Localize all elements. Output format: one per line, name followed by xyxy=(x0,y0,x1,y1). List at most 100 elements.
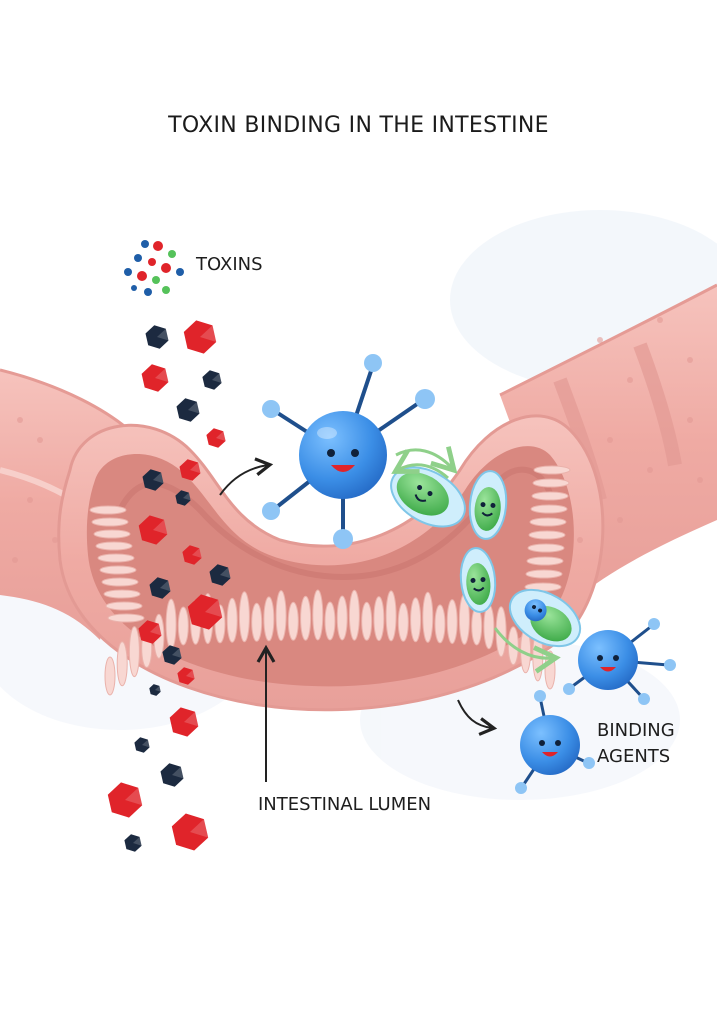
tissue-dot xyxy=(687,417,693,423)
toxin-crystal-facet xyxy=(157,328,169,341)
toxin-crystal-icon xyxy=(141,364,169,392)
toxin-particles xyxy=(107,320,231,852)
villus xyxy=(104,656,116,696)
tissue-dot xyxy=(657,317,663,323)
binding-agent-small-2 xyxy=(515,690,595,794)
toxin-crystal-facet xyxy=(150,623,162,636)
binding-agents-label-line2: AGENTS xyxy=(597,746,671,767)
tissue-dot xyxy=(52,537,58,543)
toxin-crystal-facet xyxy=(172,766,184,779)
villus xyxy=(410,597,422,643)
villus xyxy=(103,589,141,599)
toxin-crystal-facet xyxy=(125,787,143,806)
tissue-dot xyxy=(687,357,693,363)
binding-agent-icon xyxy=(262,354,435,549)
villus xyxy=(361,601,373,641)
tissue-dot xyxy=(647,467,653,473)
villus xyxy=(336,595,348,641)
villus xyxy=(348,589,360,641)
villus xyxy=(526,556,564,566)
toxin-crystal-icon xyxy=(124,834,142,852)
villus xyxy=(300,595,312,641)
villus xyxy=(177,606,189,646)
tissue-dot xyxy=(577,537,583,543)
tissue-dot xyxy=(607,437,613,443)
toxin-crystal-icon xyxy=(171,813,209,851)
toxin-crystal-facet xyxy=(133,836,142,846)
capsule-icon xyxy=(390,466,582,648)
toxin-crystal-facet xyxy=(155,685,161,692)
toxins-label: TOXINS xyxy=(196,254,263,275)
toxin-crystal-facet xyxy=(220,567,231,579)
tissue-dot xyxy=(37,437,43,443)
toxin-crystal-facet xyxy=(142,739,150,748)
villus xyxy=(527,543,565,553)
tissue-dot xyxy=(617,517,623,523)
toxin-crystal-icon xyxy=(169,707,199,737)
binding-agents-label-line1: BINDING xyxy=(597,720,675,741)
toxin-crystal-icon xyxy=(209,564,231,586)
exchange-arrows xyxy=(391,446,561,674)
toxin-crystal-icon xyxy=(134,737,150,753)
toxin-crystal-icon xyxy=(160,763,184,787)
toxin-crystal-facet xyxy=(216,431,226,441)
toxin-crystal-facet xyxy=(155,368,169,383)
tissue-dot xyxy=(697,477,703,483)
villus xyxy=(95,541,133,551)
villus xyxy=(226,597,238,643)
toxin-crystal-icon xyxy=(187,594,223,630)
toxin-crystal-facet xyxy=(188,401,200,414)
villus xyxy=(251,602,263,642)
villus xyxy=(287,601,299,641)
villus xyxy=(128,626,140,678)
toxin-crystal-icon xyxy=(138,620,162,644)
arrow-icon xyxy=(219,457,498,782)
toxin-crystal-facet xyxy=(184,711,199,727)
villus xyxy=(397,602,409,642)
toxin-crystal-icon xyxy=(175,490,191,506)
toxin-cluster-icon xyxy=(124,240,184,296)
toxin-crystal-icon xyxy=(107,782,143,818)
toxin-crystal-facet xyxy=(153,472,164,484)
villus xyxy=(525,569,563,579)
villus xyxy=(446,599,458,645)
toxin-crystal-facet xyxy=(190,819,209,838)
tissue-dot xyxy=(627,377,633,383)
villus xyxy=(116,641,128,687)
toxin-crystal-icon xyxy=(142,469,164,491)
binding-agent-small-1 xyxy=(563,618,676,705)
toxin-crystal-facet xyxy=(205,599,223,618)
toxin-crystal-icon xyxy=(202,370,222,390)
tissue-dot xyxy=(597,337,603,343)
toxin-crystal-icon xyxy=(149,684,161,696)
toxin-crystal-icon xyxy=(182,545,202,565)
villus xyxy=(91,517,129,527)
toxin-crystal-facet xyxy=(172,648,182,658)
villus xyxy=(324,601,336,641)
toxin-crystal-facet xyxy=(192,548,202,558)
toxin-crystal-facet xyxy=(190,462,201,474)
toxin-crystal-facet xyxy=(212,373,222,383)
villus xyxy=(530,504,568,514)
villus xyxy=(533,465,571,475)
tissue-dot xyxy=(27,497,33,503)
toxin-crystal-icon xyxy=(177,667,195,685)
tissue-dot xyxy=(17,417,23,423)
toxin-crystal-icon xyxy=(162,645,182,665)
toxin-crystal-icon xyxy=(176,398,200,422)
intestinal-lumen-label: INTESTINAL LUMEN xyxy=(258,794,432,815)
toxin-crystal-facet xyxy=(153,519,168,535)
toxin-crystal-icon xyxy=(149,577,171,599)
villus xyxy=(101,577,139,587)
diagram-title: TOXIN BINDING IN THE INTESTINE xyxy=(168,113,549,138)
villus xyxy=(422,591,434,643)
binding-agents-label: BINDING AGENTS xyxy=(597,718,707,770)
villus xyxy=(97,553,135,563)
villus xyxy=(531,491,569,501)
villus xyxy=(385,590,397,642)
villus xyxy=(165,598,177,650)
toxin-crystal-icon xyxy=(183,320,217,354)
villus xyxy=(528,530,566,540)
toxin-crystal-facet xyxy=(160,580,171,592)
toxin-crystal-icon xyxy=(138,515,168,545)
